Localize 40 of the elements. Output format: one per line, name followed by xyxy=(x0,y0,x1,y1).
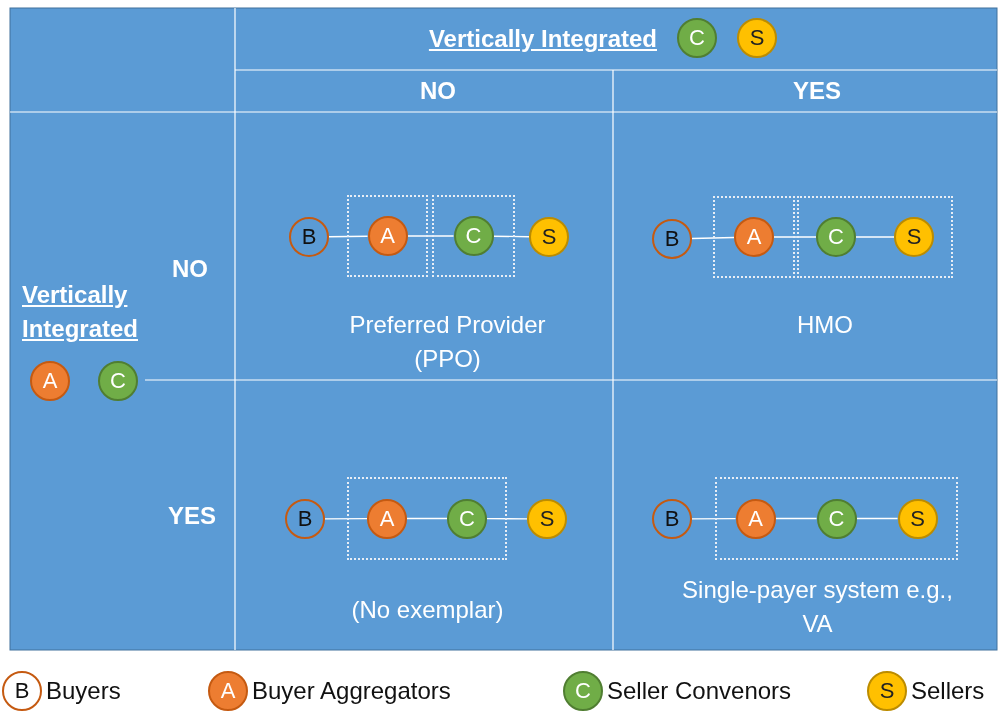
circle-node: A xyxy=(208,671,248,711)
cell-caption: Single-payer system e.g., VA xyxy=(681,575,954,639)
dotted-box xyxy=(432,195,515,277)
connector-line xyxy=(773,236,817,238)
circle-node: B xyxy=(652,219,692,259)
connector-line xyxy=(855,236,895,238)
circle-node: B xyxy=(285,499,325,539)
column-header: NO xyxy=(419,76,457,106)
dotted-box xyxy=(713,196,795,278)
circle-node: B xyxy=(652,499,692,539)
node-label: Buyer Aggregators xyxy=(252,677,451,705)
node-label: Sellers xyxy=(911,677,985,705)
connector-line xyxy=(406,517,448,520)
connector-line xyxy=(486,517,528,520)
connector-line xyxy=(855,517,899,520)
row-header: YES xyxy=(167,501,217,531)
node-label: Seller Convenors xyxy=(607,677,792,705)
cell-caption: Preferred Provider (PPO) xyxy=(348,310,547,374)
connector-line xyxy=(328,235,369,238)
connector-line xyxy=(324,517,368,520)
column-header: YES xyxy=(792,76,842,106)
connector-line xyxy=(691,517,737,520)
node-label: Buyers xyxy=(46,677,121,705)
dotted-box xyxy=(347,477,507,560)
axis-title: Vertically Integrated xyxy=(22,280,139,344)
dotted-box xyxy=(797,196,953,278)
dotted-box xyxy=(347,195,428,277)
connector-line xyxy=(774,517,818,520)
cell-caption: (No exemplar) xyxy=(350,595,505,625)
connector-line xyxy=(691,236,735,240)
dotted-box xyxy=(715,477,958,560)
cell-caption: HMO xyxy=(796,310,854,340)
circle-node: S xyxy=(867,671,907,711)
row-header: NO xyxy=(171,254,209,284)
connector-line xyxy=(406,235,455,237)
circle-node: C xyxy=(563,671,603,711)
circle-node: B xyxy=(2,671,42,711)
circle-node: B xyxy=(289,217,329,257)
connector-line xyxy=(492,235,530,238)
axis-title: Vertically Integrated xyxy=(427,24,657,54)
